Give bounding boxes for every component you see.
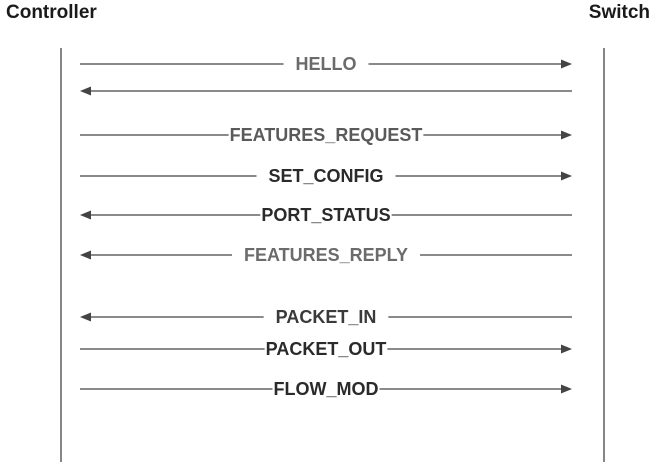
message-packet-in: PACKET_IN: [80, 307, 572, 327]
message-flow-mod: FLOW_MOD: [80, 379, 572, 399]
message-label: FEATURES_REPLY: [244, 245, 408, 265]
message-features-reply: FEATURES_REPLY: [80, 245, 572, 265]
message-packet-out: PACKET_OUT: [80, 339, 572, 359]
message-label: FEATURES_REQUEST: [230, 125, 423, 145]
arrowhead-icon: [80, 312, 91, 322]
arrowhead-icon: [561, 384, 572, 394]
message-unlabeled-return: [80, 86, 572, 96]
arrowhead-icon: [561, 59, 572, 69]
message-port-status: PORT_STATUS: [80, 205, 572, 225]
message-features-request: FEATURES_REQUEST: [80, 125, 572, 145]
message-label: PACKET_IN: [276, 307, 377, 327]
message-label: PACKET_OUT: [266, 339, 387, 359]
message-label: HELLO: [296, 54, 357, 74]
message-label: PORT_STATUS: [261, 205, 390, 225]
arrowhead-icon: [80, 250, 91, 260]
arrowhead-icon: [561, 344, 572, 354]
messages-layer: HELLO FEATURES_REQUEST SET_CONFIG PORT_STAT…: [80, 54, 572, 399]
message-hello: HELLO: [80, 54, 572, 74]
switch-header: Switch: [588, 2, 650, 23]
controller-header: Controller: [6, 2, 97, 23]
message-label: SET_CONFIG: [268, 166, 383, 186]
arrowhead-icon: [80, 86, 91, 96]
arrowhead-icon: [561, 130, 572, 140]
message-label: FLOW_MOD: [274, 379, 379, 399]
arrowhead-icon: [561, 171, 572, 181]
arrowhead-icon: [80, 210, 91, 220]
message-set-config: SET_CONFIG: [80, 166, 572, 186]
